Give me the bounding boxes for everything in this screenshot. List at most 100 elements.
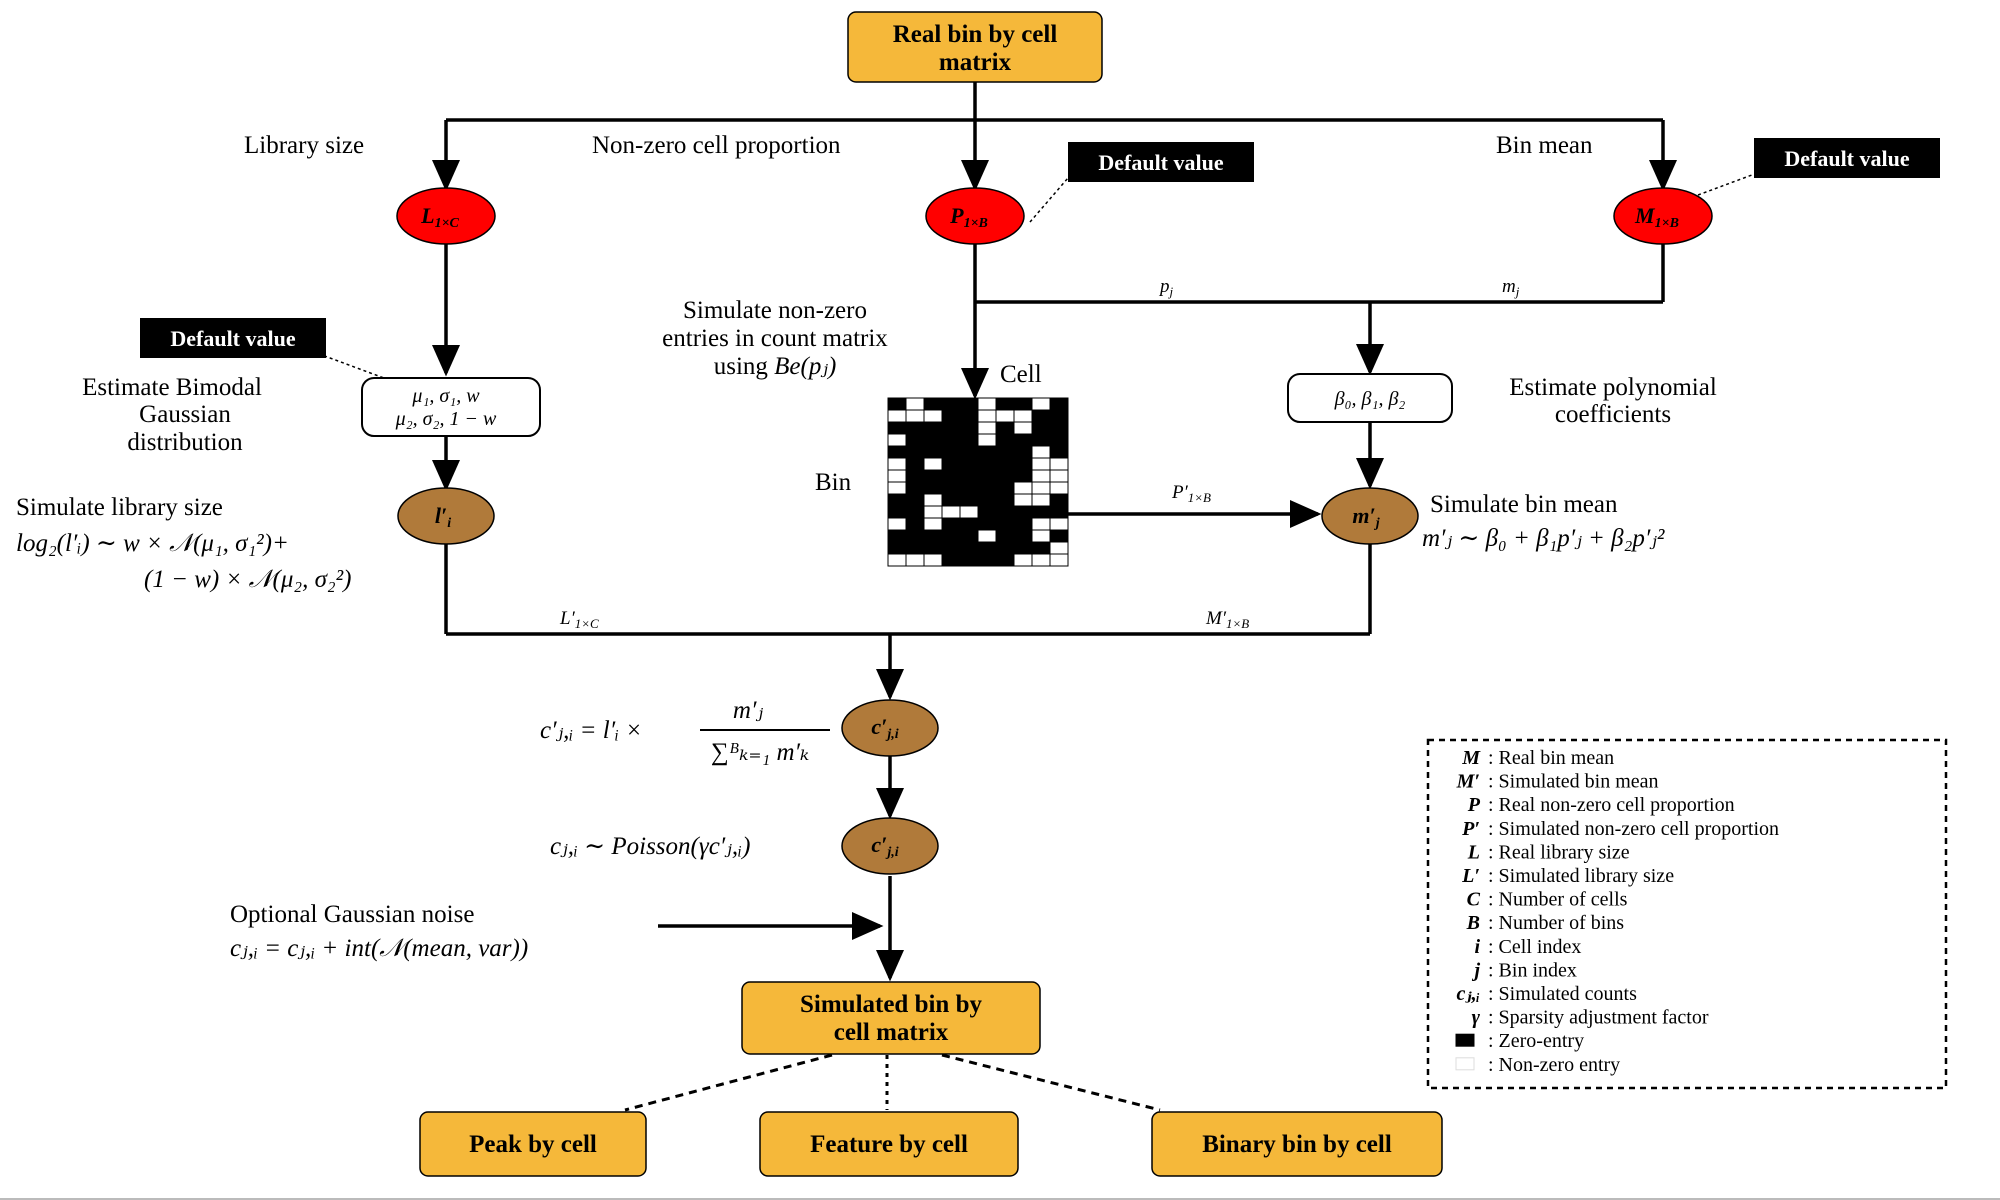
nonzero-entry-cell: [923, 505, 943, 519]
node-L-label: L: [420, 203, 434, 228]
zero-entry-cell: [995, 541, 1015, 555]
zero-entry-cell: [959, 553, 979, 567]
poly-params-box: β₀, β₁, β₂: [1287, 373, 1453, 423]
bimodal-params-1: μ₁, σ₁, w: [411, 385, 480, 407]
zero-entry-cell: [905, 517, 925, 531]
nonzero-entry-cell: [887, 409, 907, 423]
sim-bin-mean-eq: m′ⱼ ∼ β₀ + β₁p′ⱼ + β₂p′ⱼ²: [1422, 525, 1665, 552]
zero-entry-cell: [923, 421, 943, 435]
bimodal-params-2: μ₂, σ₂, 1 − w: [395, 408, 497, 430]
zero-entry-cell: [1049, 433, 1069, 447]
zero-entry-cell: [923, 433, 943, 447]
legend-symbol: P: [1467, 794, 1481, 816]
legend-text: : Real bin mean: [1488, 747, 1614, 769]
zero-entry-cell: [977, 469, 997, 483]
legend-text: : Simulated bin mean: [1488, 771, 1659, 793]
legend-text: : Sparsity adjustment factor: [1488, 1007, 1709, 1029]
simulate-nonzero-3: using Be(pⱼ): [714, 353, 837, 380]
bin-mean-label: Bin mean: [1496, 132, 1593, 159]
zero-entry-cell: [977, 481, 997, 495]
simulated-matrix-box: Simulated bin by cell matrix: [741, 981, 1041, 1055]
legend-text: : Zero-entry: [1488, 1030, 1584, 1052]
zero-entry-cell: [941, 397, 961, 411]
zero-entry-cell: [1031, 541, 1051, 555]
library-size-label: Library size: [244, 132, 364, 159]
nonzero-entry-cell: [923, 493, 943, 507]
nonzero-entry-cell: [1031, 457, 1051, 471]
sim-bin-mean-label: Simulate bin mean: [1430, 491, 1618, 518]
nonzero-prop-label: Non-zero cell proportion: [592, 132, 841, 159]
default-tag-m-text: Default value: [1784, 146, 1910, 171]
node-M: M1×B: [1613, 187, 1713, 245]
nonzero-entry-cell: [1031, 445, 1051, 459]
zero-entry-cell: [1049, 445, 1069, 459]
legend-text: : Bin index: [1488, 959, 1577, 981]
node-M-label: M: [1634, 203, 1656, 228]
edge-label-pj: pj: [1158, 276, 1174, 299]
node-m-prime: m′j: [1321, 487, 1419, 545]
nonzero-entry-cell: [923, 517, 943, 531]
nonzero-entry-cell: [1049, 469, 1069, 483]
zero-entry-cell: [1013, 445, 1033, 459]
zero-entry-cell: [1049, 421, 1069, 435]
zero-entry-cell: [887, 397, 907, 411]
real-matrix-line2: matrix: [939, 49, 1012, 76]
nonzero-entry-cell: [1049, 517, 1069, 531]
zero-entry-cell: [995, 553, 1015, 567]
nonzero-entry-cell: [995, 409, 1015, 423]
node-L: L1×C: [396, 187, 496, 245]
zero-entry-cell: [905, 529, 925, 543]
zero-entry-cell: [977, 493, 997, 507]
svg-text:l′i: l′i: [435, 503, 451, 531]
legend-symbol: B: [1466, 912, 1480, 934]
default-tag-p-text: Default value: [1098, 150, 1224, 175]
zero-entry-cell: [1049, 529, 1069, 543]
nonzero-entry-cell: [887, 457, 907, 471]
zero-entry-cell: [977, 445, 997, 459]
nonzero-entry-cell: [1049, 541, 1069, 555]
legend-symbol: i: [1474, 936, 1480, 958]
zero-entry-cell: [941, 433, 961, 447]
nonzero-entry-cell: [1031, 553, 1051, 567]
nonzero-entry-cell: [905, 409, 925, 423]
default-tag-l: Default value: [140, 318, 326, 358]
zero-entry-cell: [905, 421, 925, 435]
zero-entry-cell: [995, 457, 1015, 471]
zero-entry-cell: [905, 481, 925, 495]
zero-entry-cell: [1031, 433, 1051, 447]
zero-entry-cell: [995, 505, 1015, 519]
zero-entry-cell: [959, 433, 979, 447]
legend-text: : Simulated non-zero cell proportion: [1488, 818, 1779, 840]
nonzero-entry-cell: [887, 469, 907, 483]
zero-entry-cell: [1049, 493, 1069, 507]
nonzero-entry-cell: [1031, 493, 1051, 507]
zero-entry-cell: [923, 541, 943, 555]
nonzero-entry-cell: [977, 433, 997, 447]
output-peak-box: Peak by cell: [419, 1111, 647, 1177]
nonzero-entry-cell: [959, 505, 979, 519]
nonzero-entry-cell: [977, 421, 997, 435]
node-c-prime: c′j,i: [841, 699, 939, 757]
zero-entry-cell: [959, 397, 979, 411]
poly-label-1: Estimate polynomial: [1509, 374, 1717, 401]
default-tag-p: Default value: [1068, 142, 1254, 182]
nonzero-entry-cell: [887, 433, 907, 447]
zero-entry-cell: [923, 445, 943, 459]
zero-entry-cell: [905, 445, 925, 459]
edge-label-mj: mj: [1502, 276, 1520, 299]
eq-c-prime-num: m′ⱼ: [733, 697, 764, 724]
zero-entry-cell: [923, 481, 943, 495]
edge-label-L-prime: L′1×C: [559, 608, 599, 631]
legend-nonzero-swatch: [1455, 1057, 1475, 1071]
zero-entry-cell: [941, 469, 961, 483]
bimodal-params-box: μ₁, σ₁, w μ₂, σ₂, 1 − w: [361, 377, 541, 437]
node-P: P1×B: [925, 187, 1025, 245]
legend-text: : Non-zero entry: [1488, 1054, 1620, 1076]
nonzero-entry-cell: [887, 481, 907, 495]
legend-text: : Number of cells: [1488, 889, 1628, 911]
zero-entry-cell: [1013, 433, 1033, 447]
legend-symbol: P′: [1461, 818, 1480, 840]
nonzero-entry-cell: [1031, 481, 1051, 495]
matrix-cell-label: Cell: [1000, 361, 1042, 388]
legend-symbol: M: [1461, 747, 1481, 769]
